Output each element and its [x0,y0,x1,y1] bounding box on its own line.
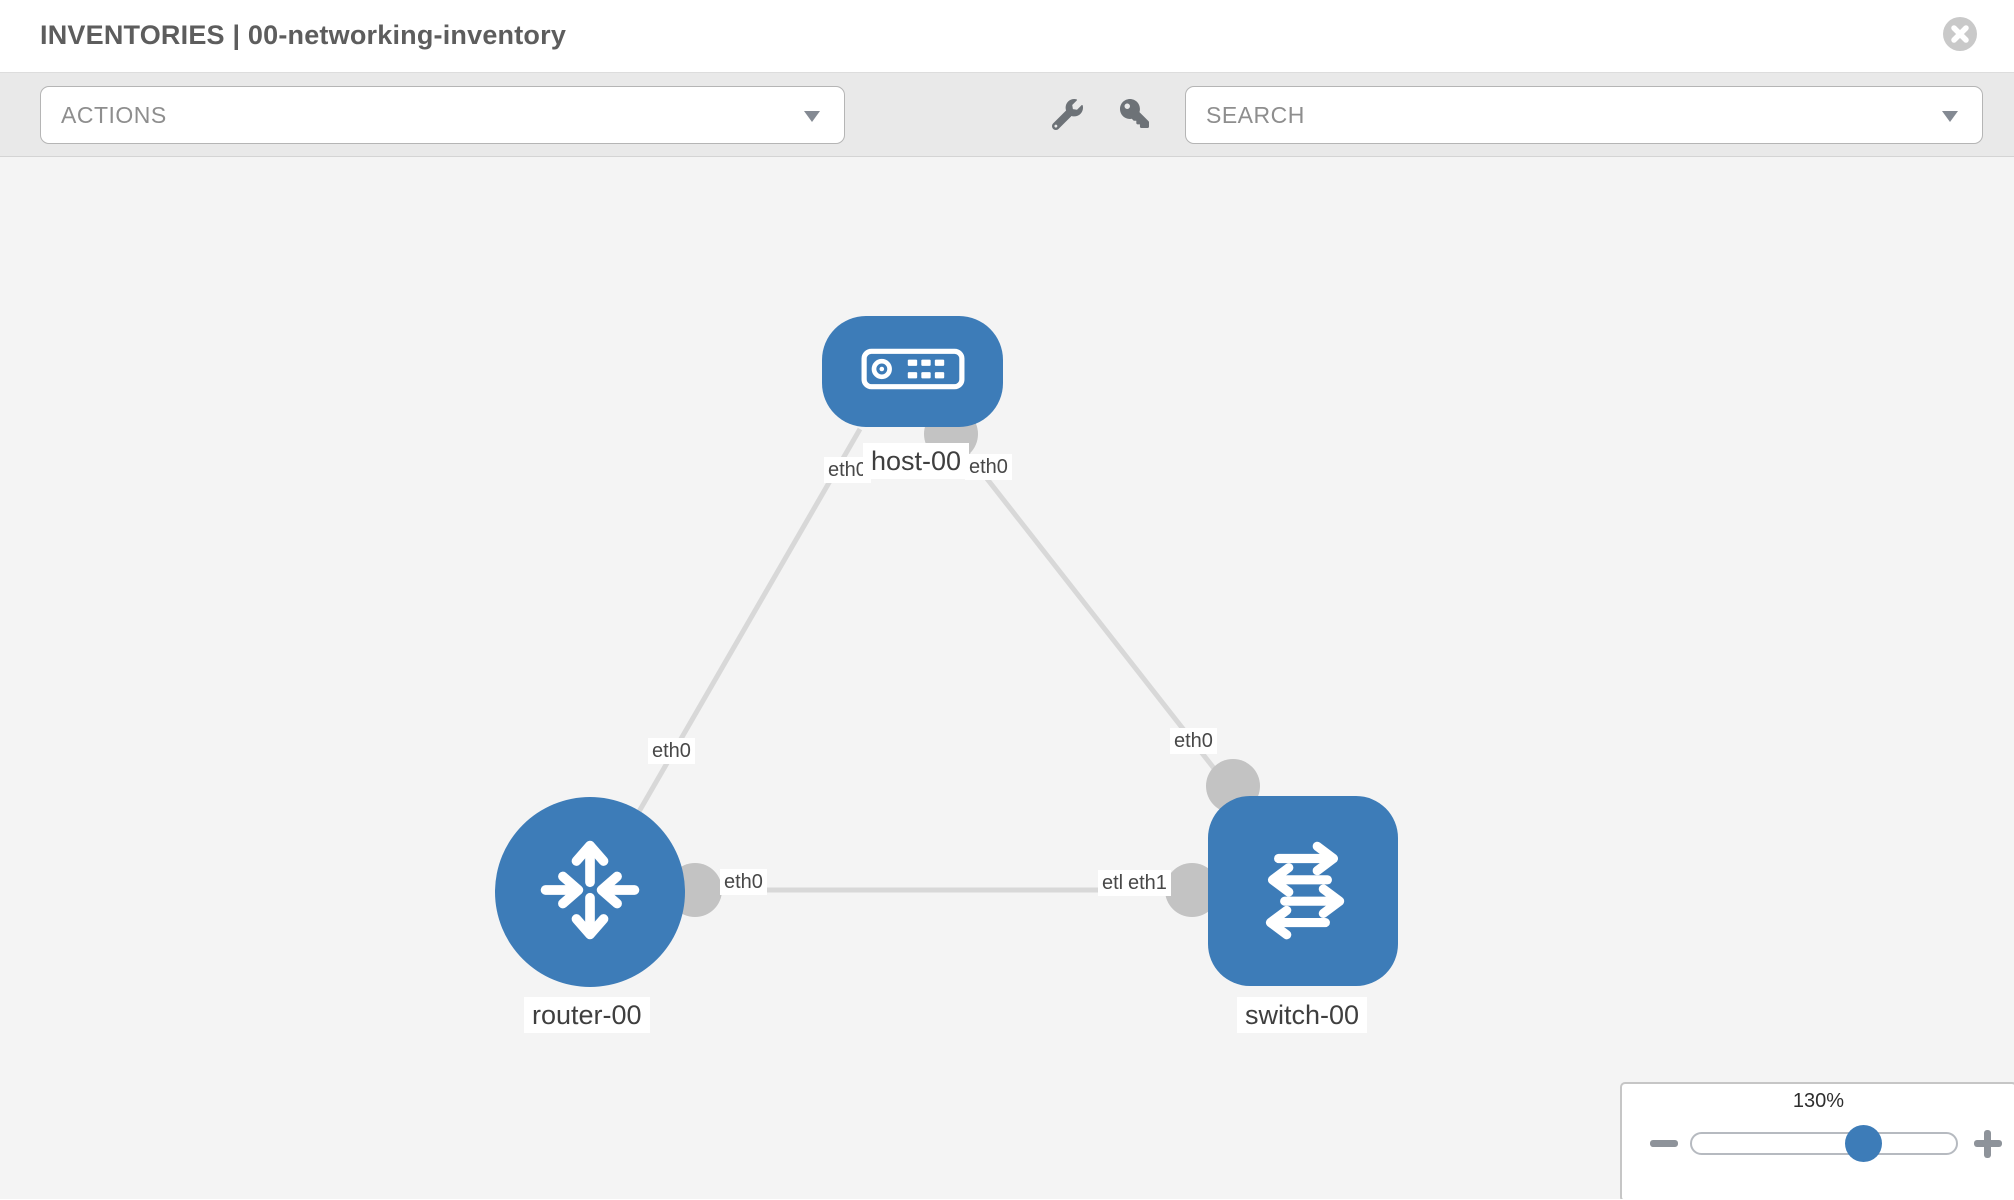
key-icon[interactable] [1120,99,1149,133]
caret-down-icon [1942,111,1958,122]
topology-links [619,407,1260,917]
panel-header: INVENTORIES | 00-networking-inventory [0,0,2014,73]
interface-label: eth0 [965,454,1012,480]
zoom-slider-knob[interactable] [1845,1125,1882,1162]
switch-arrows-icon [1242,828,1364,955]
node-switch[interactable] [1208,796,1398,986]
interface-label-occluded: etl [1098,870,1128,896]
caret-down-icon [804,111,820,122]
zoom-panel: 130% [1620,1082,2014,1199]
node-router[interactable] [495,797,685,987]
interface-label: eth0 [1170,728,1217,754]
zoom-slider-track[interactable] [1690,1132,1958,1155]
actions-dropdown[interactable]: ACTIONS [40,86,845,144]
minus-icon[interactable] [1650,1140,1678,1147]
node-label-host: host-00 [863,443,970,480]
close-icon[interactable] [1943,17,1977,51]
search-dropdown-label: SEARCH [1206,101,1305,128]
node-host[interactable] [822,316,1003,427]
connector-switch-left [1165,863,1219,917]
zoom-level: 130% [1792,1090,1845,1112]
page-title: INVENTORIES | 00-networking-inventory [40,20,567,50]
plus-icon[interactable] [1974,1130,2002,1158]
router-arrows-icon [532,832,648,953]
node-label-switch: switch-00 [1237,997,1368,1034]
interface-label: eth0 [720,869,767,895]
node-label-router: router-00 [524,997,650,1034]
interface-label: eth0 [648,738,695,764]
interface-label: eth1 [1124,870,1171,896]
topology-canvas[interactable]: host-00 router-00 switch-00 eth0 eth0 et… [0,157,2014,1199]
wrench-icon[interactable] [1051,99,1083,135]
toolbar: ACTIONS SEARCH [0,73,2014,157]
search-dropdown[interactable]: SEARCH [1185,86,1983,144]
server-icon [861,347,965,396]
actions-dropdown-label: ACTIONS [61,101,167,128]
